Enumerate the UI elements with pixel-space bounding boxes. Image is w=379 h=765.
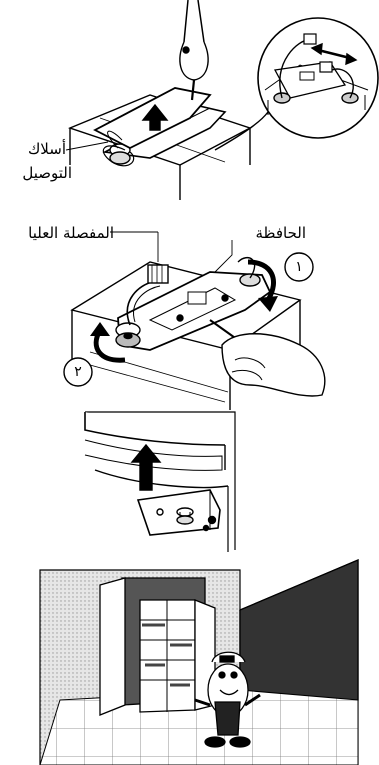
- arrow-2-number: ٢: [69, 363, 87, 381]
- wires-label-line1: أسلاك: [6, 140, 66, 158]
- hand-screwdriver-icon: [210, 320, 325, 396]
- panel-remove-cover: [66, 0, 378, 200]
- wires-label-line2-box: التوصيل: [0, 164, 72, 182]
- wires-label: أسلاك: [6, 140, 66, 158]
- wires-label-line2: التوصيل: [0, 164, 72, 182]
- screwdriver-icon: [180, 0, 208, 100]
- panel-lift-door: [85, 412, 235, 552]
- panel-upper-hinge: [64, 232, 325, 410]
- panel-room-scene: [40, 560, 358, 765]
- arrow-1-number: ١: [290, 258, 308, 276]
- cover-label: الحافظة: [236, 224, 306, 242]
- upper-hinge-label: المفصلة العليا: [14, 224, 114, 242]
